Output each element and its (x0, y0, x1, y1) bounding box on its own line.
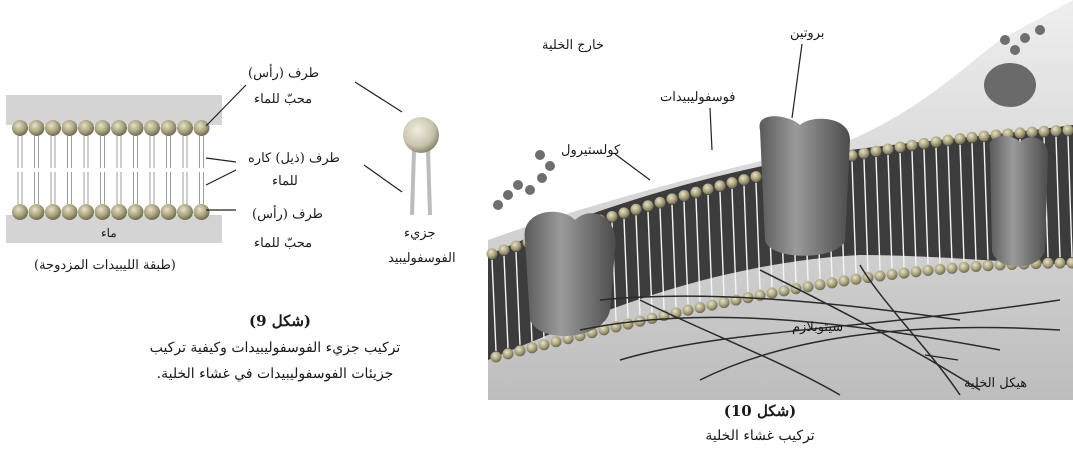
label-molecule-1: جزيء (404, 226, 436, 242)
label-outside-cell: خارج الخلية (542, 38, 604, 54)
label-water: ماء (101, 226, 117, 240)
label-hydrophobic: للماء (272, 174, 298, 190)
label-cytoplasm: سيتوبلازم (792, 320, 843, 336)
label-hydrophilic-bottom: محبّ للماء (254, 236, 312, 252)
label-molecule-2: الفوسفوليبيد (388, 251, 456, 267)
fig9-caption-number: (شكل 9) (140, 312, 420, 330)
label-cytoskeleton: هيكل الخلية (964, 376, 1027, 392)
fig10-caption-number: (شكل 10) (660, 402, 860, 420)
label-phospholipids: فوسفوليبيدات (660, 90, 736, 106)
label-protein: بروتين (790, 26, 825, 42)
lipid-bilayer-diagram (6, 95, 222, 243)
label-tail: طرف (ذيل) كاره (248, 151, 340, 167)
label-head-bottom: طرف (رأس) (252, 207, 323, 223)
cell-membrane-diagram (487, 0, 1073, 400)
label-head-top: طرف (رأس) (248, 66, 319, 82)
fig10-caption-line1: تركيب غشاء الخلية (660, 428, 860, 444)
fig9-caption-line2: جزيئات الفوسفوليبيدات في غشاء الخلية. (130, 366, 420, 382)
label-lipid-bilayer: (طبقة الليبيدات المزدوجة) (34, 258, 176, 274)
fig9-caption-line1: تركيب جزيء الفوسفوليبيدات وكيفية تركيب (120, 340, 430, 356)
phospholipid-molecule (403, 117, 439, 215)
label-cholesterol: كولستيرول (561, 143, 620, 159)
label-hydrophilic-top: محبّ للماء (254, 92, 312, 108)
